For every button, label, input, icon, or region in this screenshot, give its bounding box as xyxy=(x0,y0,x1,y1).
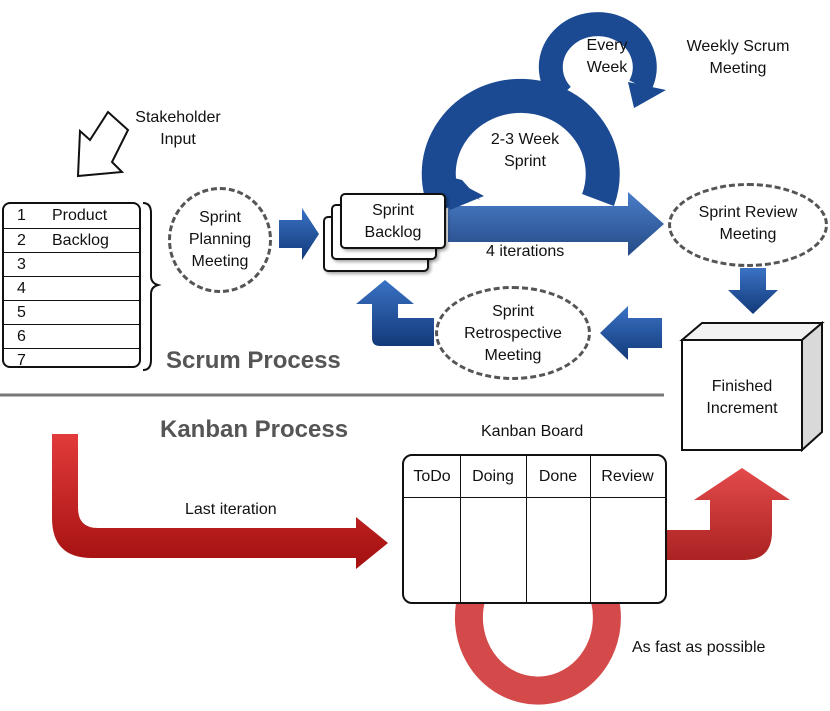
backlog-brace xyxy=(142,202,162,371)
sprint-planning-line2: Planning xyxy=(188,231,252,248)
scrum-process-title: Scrum Process xyxy=(166,347,341,374)
weekly-cycle-arrowhead xyxy=(628,82,666,108)
planning-to-backlog-arrow xyxy=(279,208,319,260)
sprint-cycle-loop xyxy=(421,78,620,216)
review-to-retro-arrow xyxy=(600,306,662,360)
sprint-planning-line3: Meeting xyxy=(191,253,249,270)
finished-increment-box xyxy=(679,320,825,453)
finished-increment-label: Finished Increment xyxy=(682,376,802,420)
backlog-label-line2: Backlog xyxy=(52,232,109,249)
backlog-label-line1: Product xyxy=(52,207,108,224)
backlog-row: 5 xyxy=(4,300,139,325)
retro-to-backlog-arrow xyxy=(356,280,434,346)
backlog-row-number: 3 xyxy=(17,256,26,273)
backlog-row-number: 5 xyxy=(17,304,26,321)
kanban-board-title: Kanban Board xyxy=(481,423,584,440)
retrospective-line1: Sprint xyxy=(492,303,534,320)
weekly-cycle-loop xyxy=(538,12,657,104)
product-backlog-table: 1 Product 2 Backlog 3 4 5 6 7 xyxy=(2,202,141,369)
sprint-planning-oval xyxy=(168,187,272,293)
backlog-row: 2 Backlog xyxy=(4,228,139,253)
sprint-duration-line1: 2-3 Week xyxy=(490,131,560,148)
kanban-column-done: Done xyxy=(526,456,590,498)
weekly-scrum-line1: Weekly Scrum xyxy=(686,38,790,55)
backlog-row-number: 1 xyxy=(17,207,26,224)
sprint-retrospective-oval xyxy=(435,286,591,380)
sprint-retrospective-label: Sprint Retrospective Meeting xyxy=(435,301,591,367)
sprint-backlog-card-front xyxy=(340,193,446,249)
every-week-line1: Every xyxy=(586,37,628,54)
sprint-backlog-label: Sprint Backlog xyxy=(340,200,446,244)
sprint-planning-line1: Sprint xyxy=(199,209,241,226)
weekly-scrum-line2: Meeting xyxy=(709,60,767,77)
kanban-board: ToDo Doing Done Review xyxy=(402,454,667,604)
finished-increment-line2: Increment xyxy=(706,400,778,417)
backlog-row: 4 xyxy=(4,276,139,301)
review-to-increment-arrow xyxy=(728,268,778,314)
sprint-review-oval xyxy=(668,183,828,267)
backlog-row: 1 Product xyxy=(4,204,139,228)
kanban-column-divider xyxy=(526,456,527,602)
weekly-scrum-label: Weekly Scrum Meeting xyxy=(668,36,808,80)
stakeholder-input-label: Stakeholder Input xyxy=(128,107,228,151)
iterations-label: 4 iterations xyxy=(486,243,565,260)
backlog-row: 6 xyxy=(4,324,139,349)
kanban-column-todo: ToDo xyxy=(404,456,460,498)
last-iteration-label: Last iteration xyxy=(185,501,277,518)
stakeholder-arrow-icon xyxy=(76,110,130,178)
kanban-column-review: Review xyxy=(590,456,665,498)
sprint-review-line1: Sprint Review xyxy=(698,204,798,221)
every-week-label: Every Week xyxy=(574,35,640,79)
sprint-duration-label: 2-3 Week Sprint xyxy=(470,129,580,173)
backlog-row-number: 4 xyxy=(17,280,26,297)
every-week-line2: Week xyxy=(586,59,628,76)
kanban-column-divider xyxy=(460,456,461,602)
retrospective-line3: Meeting xyxy=(484,347,542,364)
kanban-column-divider xyxy=(590,456,591,602)
backlog-row-number: 2 xyxy=(17,232,26,249)
backlog-row-number: 7 xyxy=(17,352,26,369)
sprint-planning-label: Sprint Planning Meeting xyxy=(168,207,272,273)
retrospective-line2: Retrospective xyxy=(464,325,562,342)
sprint-backlog-line1: Sprint xyxy=(372,202,414,219)
backlog-row-number: 6 xyxy=(17,328,26,345)
kanban-process-title: Kanban Process xyxy=(160,416,349,443)
stakeholder-line1: Stakeholder xyxy=(135,109,221,126)
sprint-backlog-line2: Backlog xyxy=(364,224,422,241)
sprint-review-line2: Meeting xyxy=(719,226,777,243)
backlog-row: 3 xyxy=(4,252,139,277)
sprint-duration-line2: Sprint xyxy=(504,153,546,170)
stakeholder-line2: Input xyxy=(160,131,196,148)
kanban-column-doing: Doing xyxy=(460,456,526,498)
last-iteration-arrow xyxy=(52,434,388,569)
four-iterations-arrow xyxy=(448,192,664,256)
sprint-review-label: Sprint Review Meeting xyxy=(668,202,828,246)
as-fast-as-possible-label: As fast as possible xyxy=(632,639,766,656)
finished-increment-line1: Finished xyxy=(711,378,773,395)
backlog-row: 7 xyxy=(4,348,139,373)
